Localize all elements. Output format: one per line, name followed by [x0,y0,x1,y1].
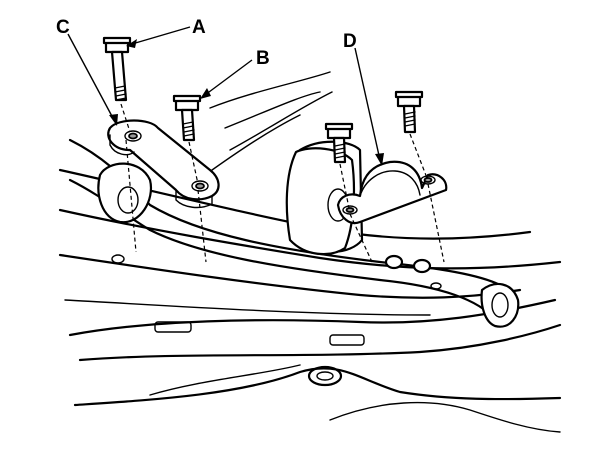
alignment-lines [120,103,445,263]
callout-d: D [343,31,357,52]
bolt-d-left [324,122,354,164]
leader-lines [67,26,384,166]
lower-nuts [384,254,432,274]
callout-a: A [192,17,206,38]
bushing-right [285,140,364,256]
holder-d [336,160,448,225]
bolt-b [172,94,202,142]
callout-b: B [256,48,270,69]
bracket-c [107,119,220,209]
bolt-a [102,36,132,102]
stabilizer-bar [68,138,520,328]
bolt-d-right [394,90,424,134]
callout-c: C [56,17,70,38]
